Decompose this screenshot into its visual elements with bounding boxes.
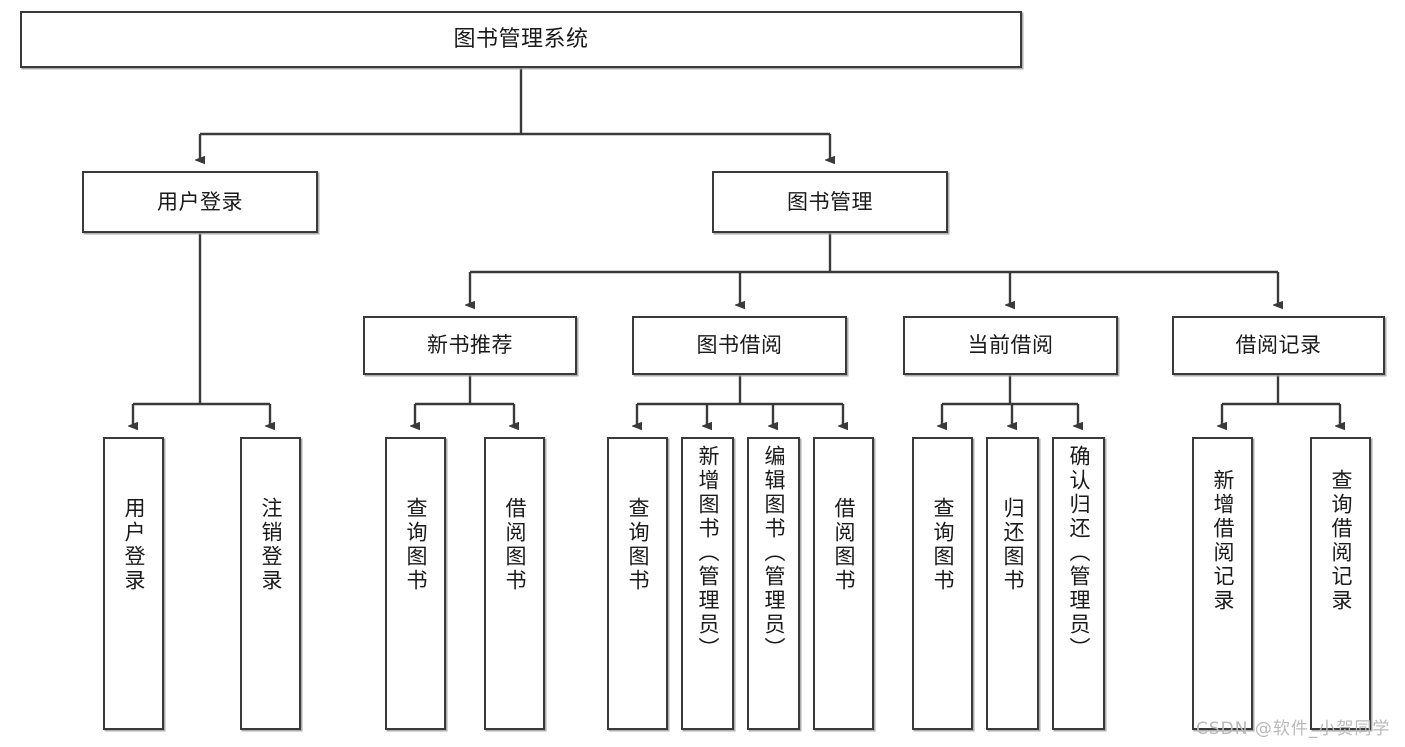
node-leaf-query-book-cur[interactable]: 查询图书 <box>912 437 973 730</box>
node-book-borrow[interactable]: 图书借阅 <box>632 316 847 375</box>
node-book-borrow-label: 图书借阅 <box>696 333 783 358</box>
node-leaf-query-book-rec-label: 查询图书 <box>404 497 428 593</box>
node-leaf-query-book-rec[interactable]: 查询图书 <box>385 437 446 730</box>
node-leaf-query-book-borrow-label: 查询图书 <box>626 497 650 593</box>
node-user-login-label: 用户登录 <box>157 189 243 214</box>
node-leaf-logout-login[interactable]: 注销登录 <box>240 437 301 730</box>
node-borrow-record[interactable]: 借阅记录 <box>1172 316 1385 375</box>
node-leaf-add-book-admin[interactable]: 新增图书（管理员） <box>681 437 734 730</box>
node-book-manage-label: 图书管理 <box>787 189 873 214</box>
node-leaf-borrow-book[interactable]: 借阅图书 <box>813 437 874 730</box>
node-leaf-add-borrow-record[interactable]: 新增借阅记录 <box>1192 437 1253 730</box>
node-leaf-query-borrow-record[interactable]: 查询借阅记录 <box>1310 437 1371 730</box>
node-leaf-user-login-label: 用户登录 <box>122 497 146 593</box>
node-leaf-user-login[interactable]: 用户登录 <box>103 437 164 730</box>
node-leaf-borrow-book-rec-label: 借阅图书 <box>503 497 527 593</box>
node-leaf-logout-login-label: 注销登录 <box>259 497 283 593</box>
node-leaf-query-borrow-record-label: 查询借阅记录 <box>1329 469 1353 613</box>
node-new-book-rec-label: 新书推荐 <box>427 333 513 358</box>
csdn-watermark: CSDN @软件_小贺同学 <box>1196 719 1391 739</box>
node-root-label: 图书管理系统 <box>453 26 589 52</box>
node-current-borrow-label: 当前借阅 <box>967 333 1054 358</box>
node-leaf-edit-book-admin-label: 编辑图书（管理员） <box>762 445 786 661</box>
node-borrow-record-label: 借阅记录 <box>1235 333 1322 358</box>
node-user-login[interactable]: 用户登录 <box>82 171 318 233</box>
node-leaf-edit-book-admin[interactable]: 编辑图书（管理员） <box>747 437 800 730</box>
node-new-book-rec[interactable]: 新书推荐 <box>363 316 577 375</box>
node-leaf-query-book-borrow[interactable]: 查询图书 <box>607 437 668 730</box>
node-leaf-borrow-book-rec[interactable]: 借阅图书 <box>484 437 545 730</box>
node-leaf-add-borrow-record-label: 新增借阅记录 <box>1211 469 1235 613</box>
node-leaf-query-book-cur-label: 查询图书 <box>931 497 955 593</box>
node-leaf-confirm-return-admin-label: 确认归还（管理员） <box>1067 445 1091 661</box>
node-leaf-borrow-book-label: 借阅图书 <box>832 497 856 593</box>
node-leaf-return-book-label: 归还图书 <box>1001 497 1025 593</box>
node-book-manage[interactable]: 图书管理 <box>712 171 948 233</box>
node-leaf-add-book-admin-label: 新增图书（管理员） <box>696 445 720 661</box>
node-leaf-return-book[interactable]: 归还图书 <box>986 437 1039 730</box>
node-leaf-confirm-return-admin[interactable]: 确认归还（管理员） <box>1052 437 1105 730</box>
node-current-borrow[interactable]: 当前借阅 <box>903 316 1118 375</box>
node-root[interactable]: 图书管理系统 <box>20 11 1022 68</box>
